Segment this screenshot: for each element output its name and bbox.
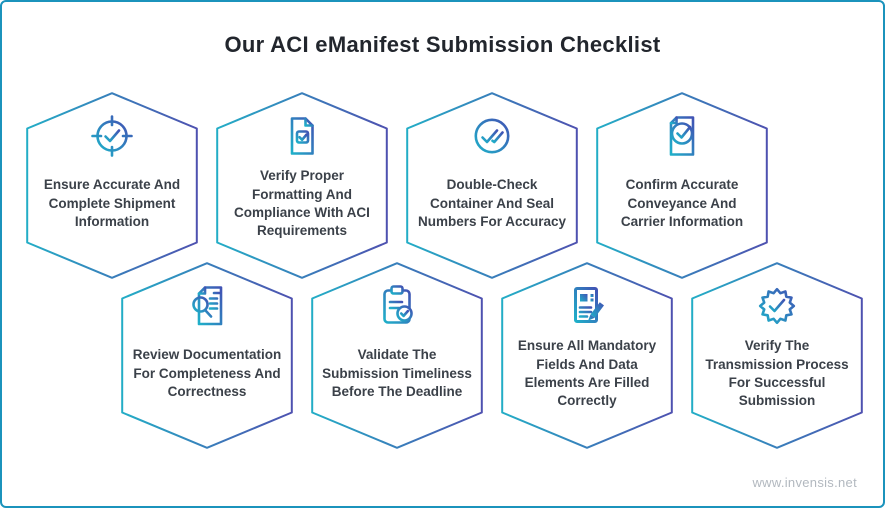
checklist-hexagon: Verify The Transmission Process For Succ… [691,262,863,449]
hexagon-border [121,262,293,449]
document-search-icon [183,282,231,330]
hexagon-border [216,92,388,279]
hexagon-label: Ensure All Mandatory Fields And Data Ele… [517,338,657,409]
checklist-hexagon: Review Documentation For Completeness An… [121,262,293,449]
hexagon-label: Validate The Submission Timeliness Befor… [322,347,472,400]
checklist-hexagon: Verify Proper Formatting And Compliance … [216,92,388,279]
hexagon-border [501,262,673,449]
hexagon-label: Confirm Accurate Conveyance And Carrier … [620,177,744,230]
double-check-circle-icon [468,112,516,160]
hexagon-label: Verify Proper Formatting And Compliance … [234,168,370,239]
hexagon-border [26,92,198,279]
checklist-hexagon: Confirm Accurate Conveyance And Carrier … [596,92,768,279]
badge-check-icon [753,282,801,330]
clipboard-check-icon [373,282,421,330]
hexagon-label: Review Documentation For Completeness An… [132,347,282,400]
hexagon-label: Double-Check Container And Seal Numbers … [417,177,567,230]
website-watermark: www.invensis.net [752,475,857,490]
checklist-hexagon: Double-Check Container And Seal Numbers … [406,92,578,279]
checklist-hexagon: Validate The Submission Timeliness Befor… [311,262,483,449]
hexagon-border [406,92,578,279]
checklist-hexagon: Ensure All Mandatory Fields And Data Ele… [501,262,673,449]
page-title: Our ACI eManifest Submission Checklist [224,32,661,57]
hexagon-border [691,262,863,449]
document-check-icon [278,112,326,160]
target-check-icon [88,112,136,160]
hexagon-border [596,92,768,279]
hexagon-label: Ensure Accurate And Complete Shipment In… [43,177,181,230]
hexagon-border [311,262,483,449]
checklist-hexagon: Ensure Accurate And Complete Shipment In… [26,92,198,279]
hexagon-label: Verify The Transmission Process For Succ… [705,338,849,409]
document-edit-icon [563,282,611,330]
document-verified-icon [658,112,706,160]
